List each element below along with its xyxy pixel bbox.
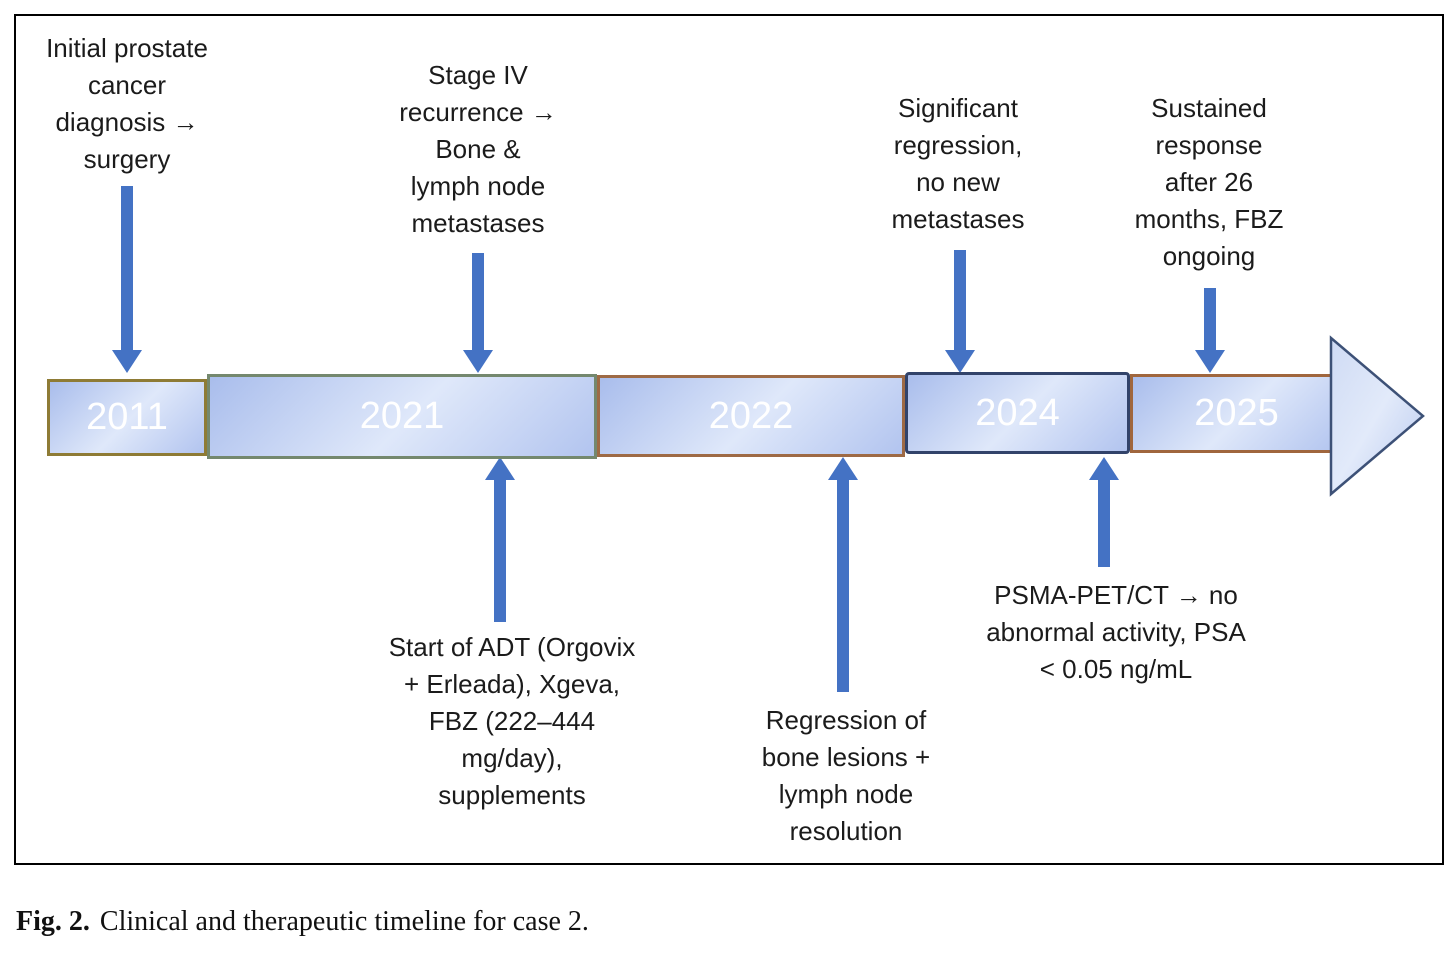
timeline-segment-2024: 2024 <box>905 372 1130 454</box>
down-arrow-icon <box>112 186 142 373</box>
timeline-segment-2025: 2025 <box>1130 374 1343 453</box>
year-label: 2022 <box>708 394 794 437</box>
up-arrow-icon <box>828 457 858 692</box>
figure-caption-label: Fig. 2. <box>16 906 90 937</box>
timeline-segment-2021: 2021 <box>207 374 597 459</box>
figure-caption-text: Clinical and therapeutic timeline for ca… <box>99 906 589 937</box>
timeline-arrowhead-icon <box>1329 335 1425 497</box>
annotation-sustained-response: Sustained response after 26 months, FBZ … <box>1134 93 1284 271</box>
year-label: 2021 <box>359 395 445 437</box>
year-label: 2025 <box>1194 392 1279 434</box>
annotation-significant-regression: Significant regression, no new metastase… <box>891 93 1025 234</box>
arrow-stem <box>837 478 849 692</box>
arrow-head <box>463 350 493 373</box>
up-arrow-icon <box>1089 457 1119 567</box>
arrow-stem <box>494 478 506 622</box>
arrow-stem <box>121 186 133 352</box>
down-arrow-icon <box>1195 288 1225 373</box>
arrow-stem <box>1098 478 1110 567</box>
arrow-head <box>1089 457 1119 480</box>
arrow-head <box>1195 350 1225 373</box>
figure-caption: Fig. 2. Clinical and therapeutic timeline… <box>16 906 589 938</box>
timeline-segment-2022: 2022 <box>597 375 905 457</box>
annotation-stage-iv-recurrence: Stage IV recurrence → Bone & lymph node … <box>399 60 557 238</box>
year-label: 2011 <box>86 396 168 438</box>
up-arrow-icon <box>485 457 515 622</box>
down-arrow-icon <box>945 250 975 373</box>
arrow-head <box>828 457 858 480</box>
arrow-head <box>112 350 142 373</box>
timeline-segment-2011: 2011 <box>47 379 207 456</box>
year-label: 2024 <box>975 391 1060 434</box>
annotation-start-of-adt: Start of ADT (Orgovix + Erleada), Xgeva,… <box>388 632 636 810</box>
down-arrow-icon <box>463 253 493 373</box>
annotation-initial-diagnosis: Initial prostate cancer diagnosis → surg… <box>46 33 208 174</box>
annotation-bone-lesion-regression: Regression of bone lesions + lymph node … <box>761 705 931 846</box>
arrow-stem <box>1204 288 1216 352</box>
annotation-psma-pet-ct: PSMA-PET/CT → no abnormal activity, PSA … <box>986 580 1246 684</box>
arrow-stem <box>472 253 484 352</box>
arrow-stem <box>954 250 966 352</box>
arrow-head <box>485 457 515 480</box>
arrow-head <box>945 350 975 373</box>
